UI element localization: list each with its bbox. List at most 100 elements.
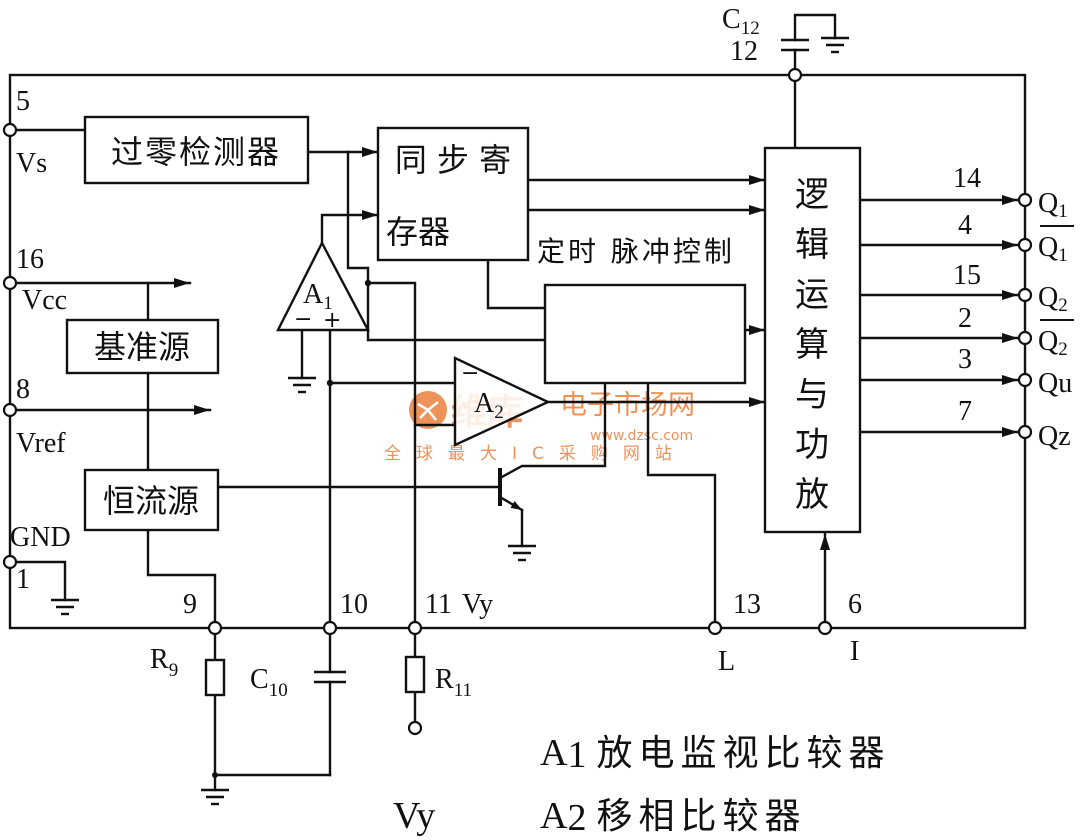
pin-vref-name: Vref bbox=[16, 428, 66, 459]
resistor-r9-label: R9 bbox=[150, 644, 178, 681]
pin-vs-number: 5 bbox=[16, 86, 30, 117]
pin-6 bbox=[817, 620, 833, 636]
watermark-url: www.dzsc.com bbox=[590, 428, 693, 444]
pin-7 bbox=[1017, 424, 1033, 440]
junction-dot bbox=[212, 772, 218, 778]
pin-9 bbox=[207, 620, 223, 636]
output-pin-number: 3 bbox=[958, 344, 972, 375]
block-sync-register-line1: 同 步 寄 bbox=[395, 141, 511, 179]
pin-10 bbox=[322, 620, 338, 636]
comparator-a2-label: A2 bbox=[474, 388, 504, 423]
block-logic-char: 功 bbox=[795, 425, 829, 465]
junction-dot bbox=[326, 379, 334, 387]
wire-r9-to-ground bbox=[213, 693, 332, 777]
pin-13-number: 13 bbox=[733, 589, 761, 620]
comparator-a1-label: A1 bbox=[303, 279, 333, 314]
block-logic-char: 放 bbox=[795, 475, 829, 515]
pin-15 bbox=[1017, 287, 1033, 303]
pin-5 bbox=[2, 122, 18, 138]
legend-vy: Vy bbox=[393, 795, 435, 837]
pin-vcc-name: Vcc bbox=[22, 285, 67, 316]
block-logic-power-amp: 逻 辑 运 算 与 功 放 bbox=[763, 146, 862, 534]
ground-icon bbox=[506, 544, 538, 562]
pin-1 bbox=[2, 554, 18, 570]
comparator-a2: A2 − bbox=[453, 356, 551, 447]
ground-icon bbox=[199, 788, 231, 806]
pin-vref-number: 8 bbox=[16, 374, 30, 405]
resistor-r11 bbox=[404, 655, 426, 694]
output-name-q2: Q2 bbox=[1038, 282, 1068, 316]
pin-13-name: L bbox=[718, 646, 735, 677]
resistor-r11-label: R11 bbox=[435, 664, 472, 701]
output-name-qu: Qu bbox=[1038, 368, 1072, 399]
comparator-a1-minus: − bbox=[294, 307, 312, 332]
wire-c12-to-ground bbox=[793, 13, 837, 42]
pin-4 bbox=[1017, 237, 1033, 253]
vy-open-terminal bbox=[407, 720, 423, 736]
watermark-logo-lines bbox=[417, 401, 439, 421]
output-pin-number: 7 bbox=[958, 396, 972, 427]
pin-3 bbox=[1017, 372, 1033, 388]
block-current-source-label: 恒流源 bbox=[103, 482, 199, 520]
pin-11 bbox=[407, 620, 423, 636]
wire-transistor-emitter bbox=[498, 495, 524, 512]
watermark-slogan: 全球最大IC采购网站 bbox=[384, 444, 687, 464]
junction-dot bbox=[364, 279, 372, 287]
pin-6-name: I bbox=[850, 636, 859, 667]
block-zero-cross-detector: 过零检测器 bbox=[83, 115, 310, 185]
capacitor-c12-label: C12 bbox=[722, 4, 760, 39]
pins bbox=[2, 67, 1033, 636]
wire-gnd-pin bbox=[8, 560, 67, 602]
pin-gnd-number: 1 bbox=[16, 564, 30, 595]
output-pin-number: 15 bbox=[953, 260, 981, 291]
block-zero-cross-label: 过零检测器 bbox=[111, 133, 281, 171]
pin-12-number: 12 bbox=[730, 36, 758, 67]
resistor-r9 bbox=[204, 658, 226, 697]
block-logic-char: 与 bbox=[795, 375, 829, 415]
ic-boundary bbox=[8, 73, 1027, 630]
pin-vs-name: Vs bbox=[16, 148, 47, 179]
block-sync-register-line2: 存器 bbox=[386, 213, 450, 251]
wire-current-source-to-pin9 bbox=[146, 528, 217, 630]
pin-gnd-name: GND bbox=[10, 522, 71, 553]
block-logic-char: 辑 bbox=[795, 225, 829, 265]
output-name-q1-bar: Q1 bbox=[1038, 232, 1068, 266]
pin-6-number: 6 bbox=[848, 589, 862, 620]
output-name-qz: Qz bbox=[1038, 421, 1071, 452]
output-name-q2-bar: Q2 bbox=[1038, 326, 1068, 360]
pin-12 bbox=[787, 67, 803, 83]
watermark-site: 电子市场网 bbox=[560, 390, 695, 421]
capacitor-c10-label: C10 bbox=[250, 664, 288, 701]
block-timing-pulse-control bbox=[543, 283, 747, 385]
pin-14 bbox=[1017, 192, 1033, 208]
wire-vy-line bbox=[366, 281, 417, 630]
wire-a1-output bbox=[320, 210, 380, 245]
output-name-q1: Q1 bbox=[1038, 188, 1068, 222]
block-reference-label: 基准源 bbox=[94, 328, 190, 366]
block-timing-label: 定时 脉冲控制 bbox=[537, 235, 735, 268]
wire-timing-to-transistor bbox=[498, 381, 607, 480]
output-pin-number: 14 bbox=[953, 163, 981, 194]
ground-icon bbox=[49, 598, 81, 616]
comparator-a2-minus: − bbox=[461, 361, 479, 386]
pin-vcc-number: 16 bbox=[16, 244, 44, 275]
pin-2 bbox=[1017, 330, 1033, 346]
pin-10-number: 10 bbox=[340, 589, 368, 620]
output-pin-number: 2 bbox=[958, 303, 972, 334]
ground-icon bbox=[819, 36, 851, 54]
wire-zero-to-timing bbox=[346, 150, 547, 342]
pin-16 bbox=[2, 275, 18, 291]
pin-9-number: 9 bbox=[183, 589, 197, 620]
pin-8 bbox=[2, 402, 18, 418]
wire-timing-to-pin13 bbox=[646, 381, 717, 630]
block-logic-char: 算 bbox=[795, 325, 829, 365]
pin-11-name: Vy bbox=[462, 589, 493, 620]
pin-13 bbox=[707, 620, 723, 636]
output-pin-number: 4 bbox=[958, 210, 972, 241]
block-logic-char: 运 bbox=[795, 275, 829, 315]
block-reference-source: 基准源 bbox=[65, 318, 220, 375]
